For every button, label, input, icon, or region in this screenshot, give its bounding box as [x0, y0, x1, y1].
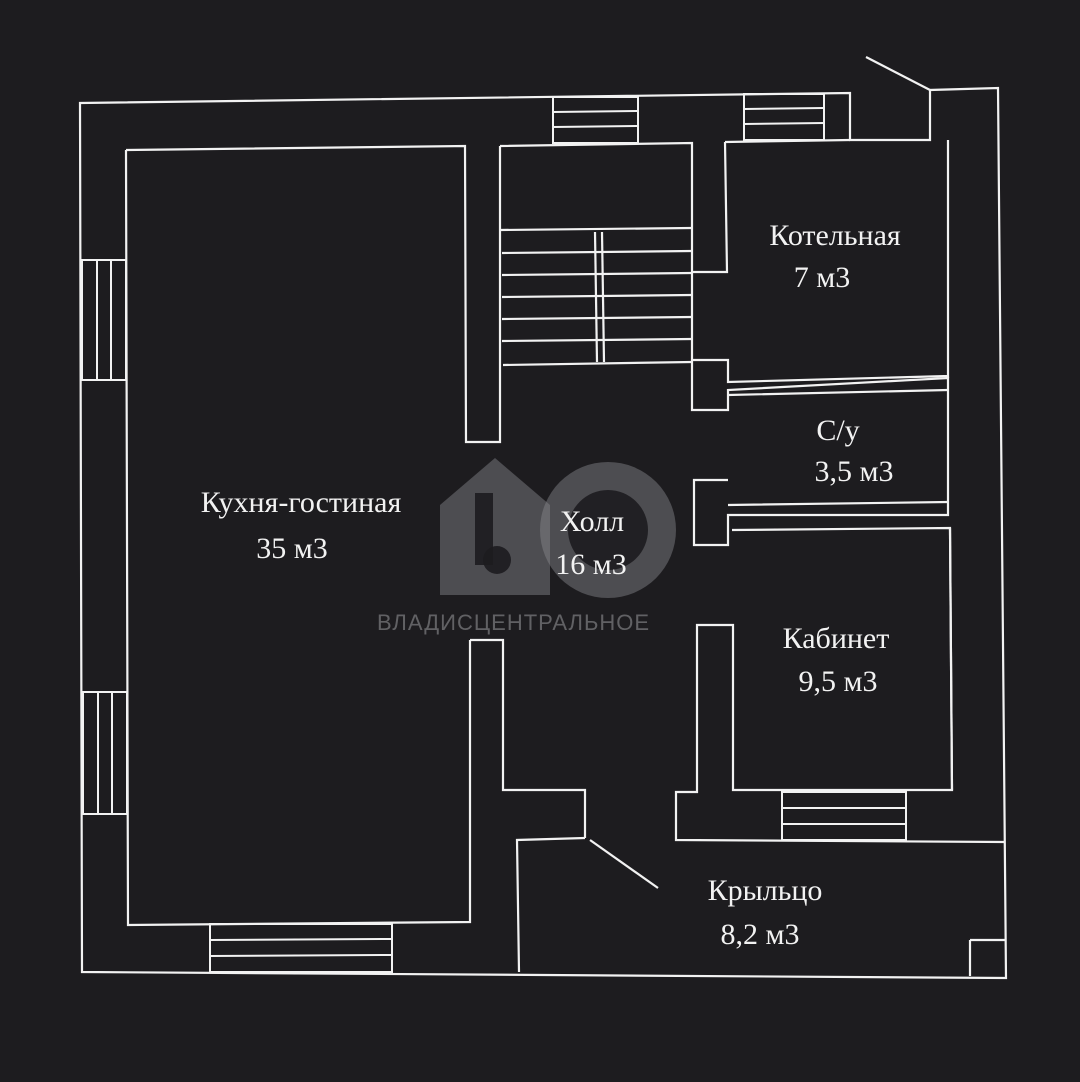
window-bottom-kitchen — [209, 923, 393, 973]
room-hall-area: 16 м3 — [555, 548, 626, 581]
entrance-door-swing — [589, 839, 659, 889]
room-porch: Крыльцо 8,2 м3 — [708, 874, 823, 951]
porch-wall — [515, 836, 586, 973]
watermark-logo: ВЛАДИСЦЕНТРАЛЬНОЕ — [377, 458, 676, 635]
room-wc-name: С/у — [816, 414, 859, 447]
room-boiler-name: Котельная — [769, 219, 901, 252]
staircase — [499, 226, 693, 363]
room-wc-area: 3,5 м3 — [815, 455, 894, 488]
stair-lower-edge — [502, 360, 693, 367]
stair-block-wall — [499, 141, 950, 547]
window-left-lower — [82, 691, 128, 815]
room-office: Кабинет 9,5 м3 — [783, 622, 890, 698]
terrace-door-swing — [865, 56, 931, 91]
room-kitchen-living: Кухня-гостиная 35 м3 — [201, 486, 402, 565]
house-logo-icon — [440, 458, 550, 595]
room-office-name: Кабинет — [783, 622, 890, 655]
window-left-upper — [81, 259, 127, 381]
room-boiler-area: 7 м3 — [794, 261, 850, 294]
room-office-area: 9,5 м3 — [799, 665, 878, 698]
wc-wall — [727, 388, 949, 507]
kitchen-wall-right-upper — [125, 144, 502, 444]
room-boiler: Котельная 7 м3 — [769, 219, 901, 294]
window-top-boiler — [743, 93, 825, 141]
kitchen-wall-right-lower — [470, 638, 587, 838]
room-kitchen-living-name: Кухня-гостиная — [201, 486, 402, 519]
room-porch-name: Крыльцо — [708, 874, 823, 907]
office-inner-wall — [948, 527, 954, 791]
room-hall-name: Холл — [560, 505, 624, 538]
window-top-stair — [552, 96, 639, 144]
room-wc: С/у 3,5 м3 — [815, 414, 894, 488]
watermark-text: ВЛАДИСЦЕНТРАЛЬНОЕ — [377, 610, 650, 635]
window-bottom-office — [781, 791, 907, 841]
room-hall: Холл 16 м3 — [555, 505, 626, 581]
room-porch-area: 8,2 м3 — [721, 918, 800, 951]
room-kitchen-living-area: 35 м3 — [256, 532, 327, 565]
porch-column — [968, 938, 1005, 976]
